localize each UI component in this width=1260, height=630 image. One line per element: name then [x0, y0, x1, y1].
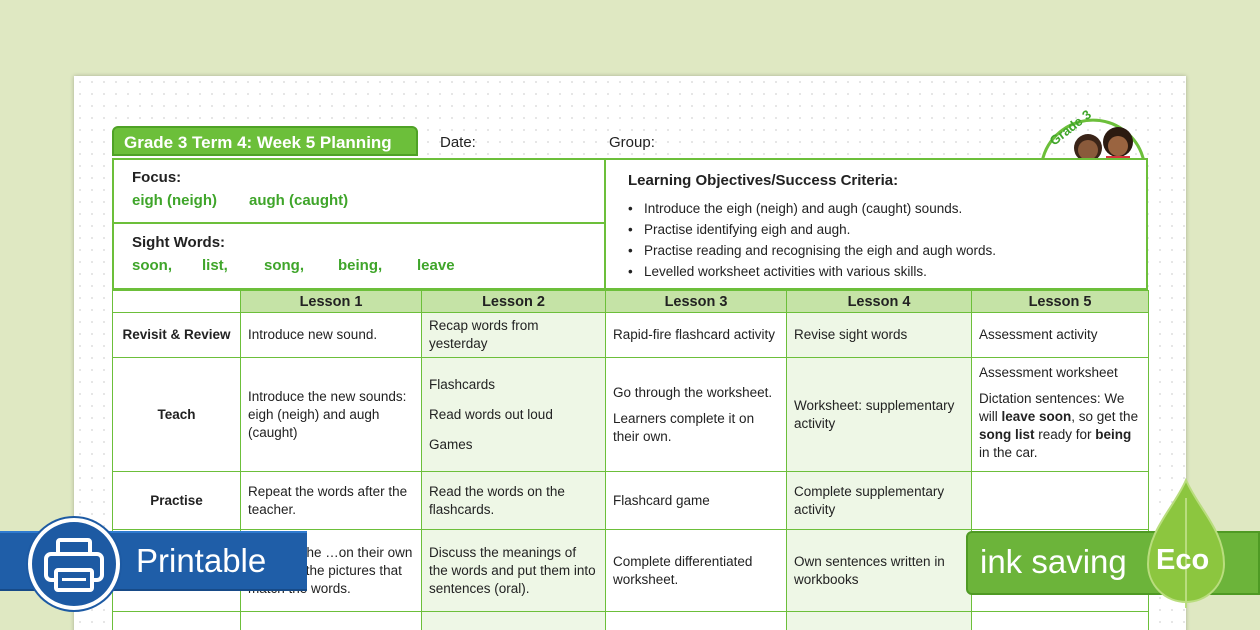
- page-title: Grade 3 Term 4: Week 5 Planning: [112, 126, 418, 156]
- cell-line: Games: [429, 436, 473, 452]
- table-cell: Read the words on the flashcards.: [421, 471, 606, 530]
- cell-line: Go through the worksheet.: [613, 384, 773, 400]
- printer-badge: [28, 518, 120, 610]
- printer-icon: [44, 538, 104, 592]
- objective-item: Practise identifying eigh and augh.: [628, 219, 996, 240]
- row-label-practise: Practise: [112, 471, 241, 530]
- lesson-header: Lesson 5: [971, 290, 1149, 313]
- table-cell: Complete differentiated worksheet.: [605, 529, 787, 612]
- text-run: ready for: [1034, 427, 1096, 442]
- table-cell: Worksheet: supplementary activity: [786, 357, 972, 472]
- objective-item: Introduce the eigh (neigh) and augh (cau…: [628, 198, 996, 219]
- objective-item: Levelled worksheet activities with vario…: [628, 261, 996, 282]
- objectives-title: Learning Objectives/Success Criteria:: [628, 172, 899, 189]
- table-cell: Revise sight words: [786, 312, 972, 358]
- table-row: Revisit & Review Introduce new sound. Re…: [112, 312, 1149, 358]
- table-row: Teach Introduce the new sounds: eigh (ne…: [112, 357, 1149, 472]
- lesson-header: Lesson 2: [421, 290, 606, 313]
- sight-word: being,: [338, 257, 383, 274]
- dictation-sentence: Dictation sentences: We will leave soon,…: [979, 390, 1141, 462]
- text-run: , so get the: [1071, 409, 1139, 424]
- table-cell: Repeat the words after the teacher.: [240, 471, 422, 530]
- table-cell: Own sentences written in workbooks: [786, 529, 972, 612]
- row-label-teach: Teach: [112, 357, 241, 472]
- table-cell: Recap words from yesterday: [421, 312, 606, 358]
- table-cell: Introduce new sound.: [240, 312, 422, 358]
- table-cell: Flashcards Read words out loud Games: [421, 357, 606, 472]
- lesson-header: Lesson 4: [786, 290, 972, 313]
- table-cell: Complete supplementary activity: [786, 471, 972, 530]
- cell-line: Assessment worksheet: [979, 365, 1118, 380]
- focus-word: augh (caught): [249, 192, 349, 209]
- table-cell: Rapid-fire flashcard activity: [605, 312, 787, 358]
- focus-label: Focus:: [132, 169, 182, 186]
- bold-run: leave soon: [1001, 409, 1072, 424]
- text-run: Dictation sentences: We will: [979, 391, 1125, 424]
- table-cell: Flashcard game: [605, 471, 787, 530]
- focus-section: Focus: eigh (neigh) augh (caught): [114, 160, 606, 224]
- sight-word: soon,: [132, 257, 172, 274]
- table-row: Practise Repeat the words after the teac…: [112, 471, 1149, 530]
- table-header-row: Lesson 1 Lesson 2 Lesson 3 Lesson 4 Less…: [112, 290, 1149, 313]
- lesson-header: Lesson 1: [240, 290, 422, 313]
- leaf-drop-icon: [1146, 478, 1226, 608]
- sight-word: leave: [417, 257, 455, 274]
- table-cell: Assessment worksheet Dictation sentences…: [971, 357, 1149, 472]
- lesson-header: Lesson 3: [605, 290, 787, 313]
- table-row: [112, 611, 1149, 630]
- table-cell: [971, 471, 1149, 530]
- grade-badge: Grade 3: [1040, 107, 1146, 162]
- sight-word: song,: [264, 257, 304, 274]
- cell-line: Read words out loud: [429, 406, 553, 422]
- bold-run: song list: [979, 427, 1035, 442]
- header-blank-cell: [112, 290, 241, 313]
- cell-line: Learners complete it on their own.: [613, 410, 755, 444]
- row-label-revisit: Revisit & Review: [112, 312, 241, 358]
- table-cell: Discuss the meanings of the words and pu…: [421, 529, 606, 612]
- focus-panel: Focus: eigh (neigh) augh (caught) Sight …: [114, 160, 606, 288]
- table-cell: Assessment activity: [971, 312, 1149, 358]
- table-cell: Go through the worksheet. Learners compl…: [605, 357, 787, 472]
- table-cell: Introduce the new sounds: eigh (neigh) a…: [240, 357, 422, 472]
- sight-word: list,: [202, 257, 228, 274]
- objective-item: Practise reading and recognising the eig…: [628, 240, 996, 261]
- bold-run: being: [1095, 427, 1132, 442]
- text-run: in the car.: [979, 445, 1038, 460]
- focus-objectives-box: Focus: eigh (neigh) augh (caught) Sight …: [112, 158, 1148, 290]
- group-label: Group:: [609, 134, 655, 151]
- objectives-list: Introduce the eigh (neigh) and augh (cau…: [628, 198, 996, 282]
- cell-line: Flashcards: [429, 376, 496, 392]
- date-label: Date:: [440, 134, 476, 151]
- eco-label: Eco: [1156, 544, 1210, 576]
- sight-words-label: Sight Words:: [132, 234, 226, 251]
- focus-word: eigh (neigh): [132, 192, 217, 209]
